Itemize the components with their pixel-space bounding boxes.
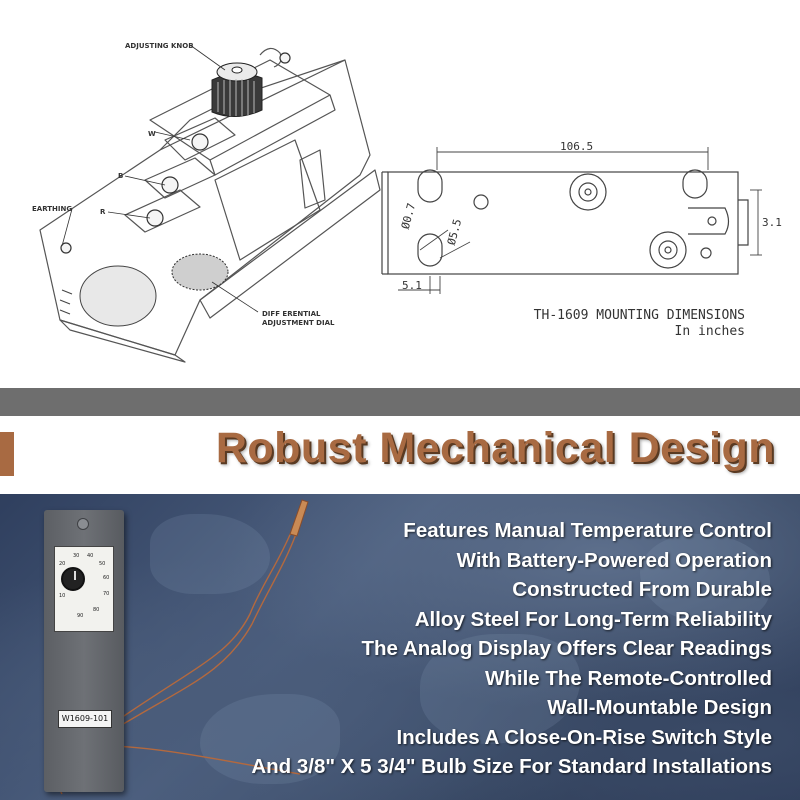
- model-label: W1609-101: [58, 710, 112, 728]
- feature-line: While The Remote-Controlled: [485, 666, 772, 690]
- caption-title: TH-1609 MOUNTING DIMENSIONS: [533, 308, 745, 323]
- ice-texture: [640, 534, 770, 624]
- scale-10: 10: [59, 593, 66, 599]
- caption-units: In inches: [674, 324, 745, 339]
- scale-70: 70: [103, 591, 110, 597]
- scale-40: 40: [87, 553, 94, 559]
- thermostat-line-drawing: ADJUSTING KNOB W B R EARTHING DIFF ERENT…: [32, 42, 782, 363]
- temperature-dial-face: 10 20 30 40 50 60 70 80 90: [54, 546, 114, 632]
- mounting-dimensions-caption: TH-1609 MOUNTING DIMENSIONS In inches: [505, 308, 745, 340]
- label-diff-dial-1: DIFF ERENTIAL: [262, 310, 321, 318]
- scale-80: 80: [93, 607, 100, 613]
- dim-hole-small: Ø0.7: [399, 202, 418, 231]
- dim-offset: 5.1: [402, 279, 422, 292]
- dim-width: 106.5: [560, 140, 593, 153]
- scale-50: 50: [99, 561, 106, 567]
- feature-line: Includes A Close-On-Rise Switch Style: [396, 725, 772, 749]
- feature-line: And 3/8" X 5 3/4" Bulb Size For Standard…: [251, 755, 772, 778]
- feature-line: The Analog Display Offers Clear Readings: [361, 637, 772, 660]
- scale-20: 20: [59, 561, 66, 567]
- mounting-dimension-drawing: [381, 147, 762, 294]
- dim-hole-large: Ø5.5: [445, 218, 464, 247]
- label-r: R: [100, 208, 106, 216]
- feature-line: Alloy Steel For Long-Term Reliability: [414, 607, 772, 631]
- scale-90: 90: [77, 613, 84, 619]
- temperature-knob: [61, 567, 85, 591]
- heading-accent-bar: [0, 432, 14, 476]
- mounting-screw: [77, 518, 89, 530]
- technical-drawing-panel: ADJUSTING KNOB W B R EARTHING DIFF ERENT…: [0, 0, 800, 388]
- scale-30: 30: [73, 553, 80, 559]
- divider-bar: [0, 388, 800, 416]
- label-earthing: EARTHING: [32, 205, 72, 213]
- label-b: B: [118, 172, 123, 180]
- label-diff-dial-2: ADJUSTMENT DIAL: [262, 319, 335, 327]
- feature-line: Wall-Mountable Design: [547, 696, 772, 719]
- feature-line: With Battery-Powered Operation: [456, 548, 772, 572]
- heading-band: [0, 416, 800, 494]
- adjusting-knob-illustration: [211, 62, 263, 117]
- thermostat-product-image: 10 20 30 40 50 60 70 80 90 W1609-101: [44, 510, 124, 792]
- feature-line: Constructed From Durable: [512, 578, 772, 601]
- feature-line: Features Manual Temperature Control: [403, 519, 772, 542]
- section-heading: Robust Mechanical Design: [215, 424, 775, 472]
- ice-texture: [150, 514, 270, 594]
- label-adjusting-knob: ADJUSTING KNOB: [125, 42, 194, 50]
- product-feature-panel: 10 20 30 40 50 60 70 80 90 W1609-101 Fea…: [0, 494, 800, 800]
- dim-height: 3.1: [762, 216, 782, 229]
- scale-60: 60: [103, 575, 110, 581]
- feature-list: Features Manual Temperature Control With…: [92, 516, 772, 782]
- label-w: W: [148, 130, 156, 138]
